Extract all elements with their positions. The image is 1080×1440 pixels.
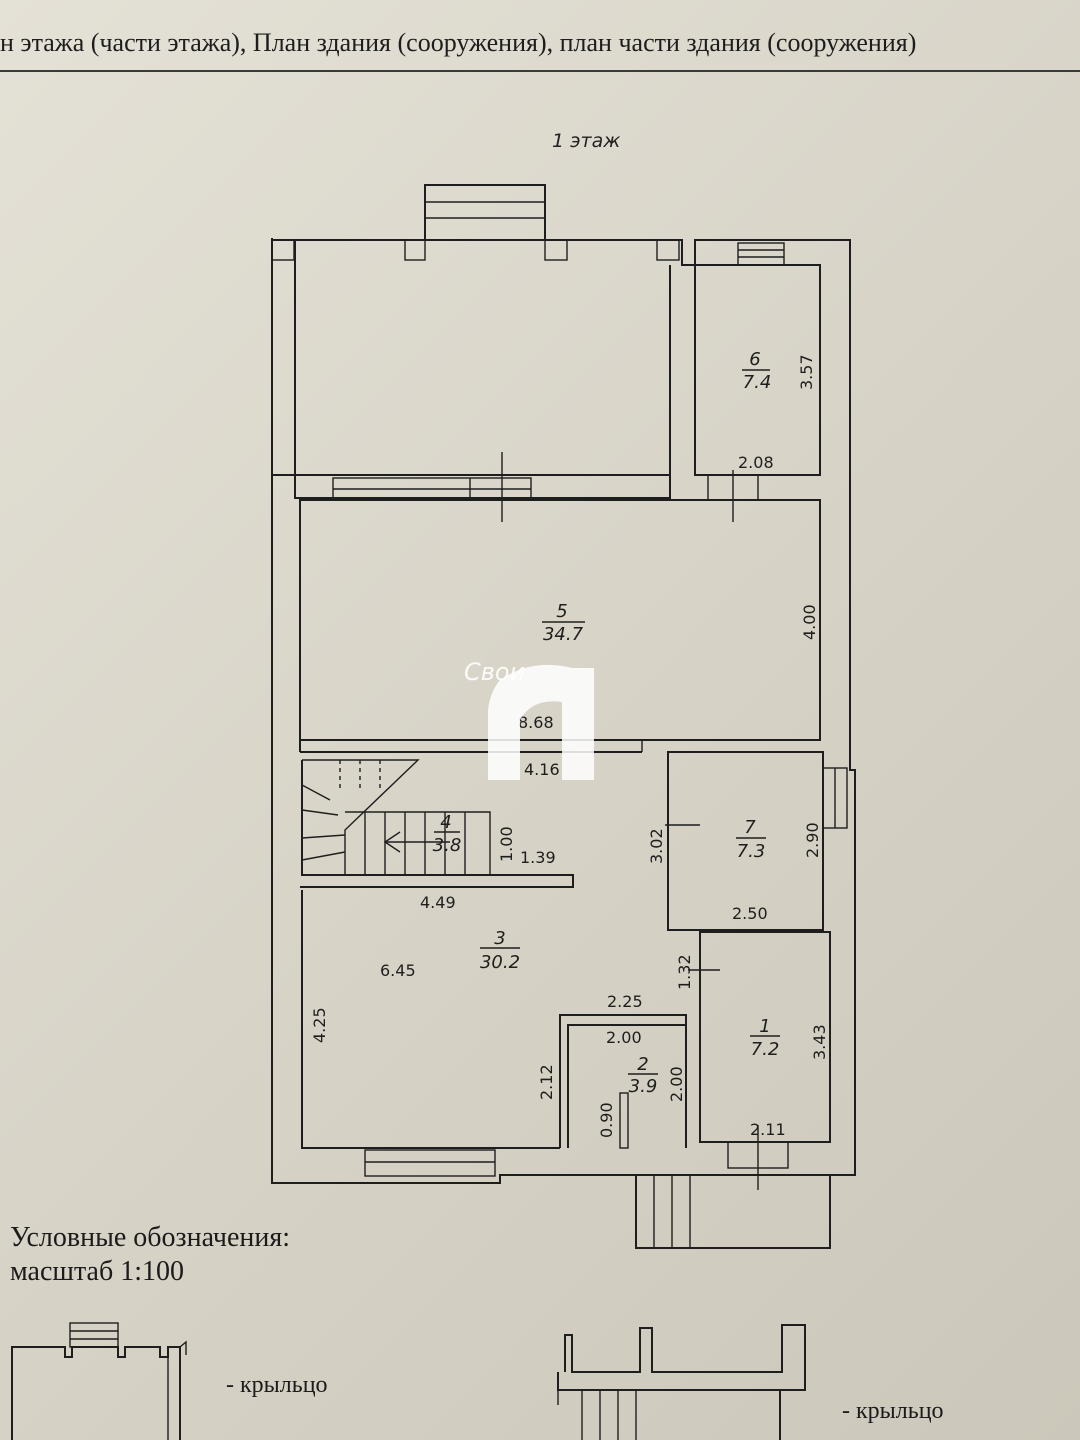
room-4-number: 4: [440, 812, 451, 833]
dim-label: 0.90: [597, 1102, 616, 1138]
legend-title: Условные обозначения:: [10, 1222, 291, 1253]
dim-label: 4.25: [310, 1007, 329, 1043]
room-7-area: 7.3: [737, 841, 766, 862]
dim-label: 4.16: [524, 760, 560, 779]
dim-label: 2.90: [803, 822, 822, 858]
room-5-area: 34.7: [543, 624, 584, 645]
staircase-room-4: [300, 759, 574, 888]
room-1-walls: [688, 931, 831, 1190]
room-6-walls: [694, 242, 821, 522]
dim-label: 2.00: [667, 1066, 686, 1102]
dim-label: 4.49: [420, 893, 456, 912]
dim-label: 3.57: [797, 354, 816, 390]
watermark-logo-icon: Свои: [464, 658, 594, 780]
outer-walls: [271, 238, 856, 1184]
watermark-text: Свои: [464, 658, 525, 686]
room-5-number: 5: [556, 601, 567, 622]
room-4-area: 3.8: [433, 835, 462, 856]
room-6-number: 6: [749, 349, 760, 370]
dim-label: 1.00: [497, 826, 516, 862]
dim-label: 4.00: [800, 604, 819, 640]
legend-scale: масштаб 1:100: [10, 1256, 184, 1287]
room-2-number: 2: [637, 1054, 648, 1075]
dim-label: 3.43: [810, 1024, 829, 1060]
dim-label: 6.45: [380, 961, 416, 980]
floor-title: 1 этаж: [552, 130, 621, 152]
dim-label: 8.68: [518, 713, 554, 732]
room-labels: 6 7.4 5 34.7 4 3.8 7 7.3 3 30.2 2 3.9 1 …: [433, 349, 780, 1097]
legend-porch-symbol-2: [557, 1324, 806, 1440]
dim-label: 3.02: [647, 828, 666, 864]
dim-label: 1.39: [520, 848, 556, 867]
top-porch: [271, 184, 680, 476]
room-1-number: 1: [759, 1016, 770, 1037]
room-3-number: 3: [494, 928, 505, 949]
bottom-porch: [635, 1174, 831, 1249]
legend-porch-label: - крыльцо: [226, 1372, 328, 1398]
dim-label: 1.32: [675, 954, 694, 990]
room-7-number: 7: [744, 817, 756, 838]
dim-label: 2.08: [738, 453, 774, 472]
room-3-walls: [301, 752, 700, 1177]
room-2-walls: [559, 1014, 687, 1149]
dim-label: 2.11: [750, 1120, 786, 1139]
legend-porch-symbol-1: [11, 1322, 187, 1440]
room-2-area: 3.9: [629, 1076, 658, 1097]
header-rule: [0, 70, 1080, 72]
legend-porch-label: - крыльцо: [842, 1398, 944, 1424]
dimension-labels: 3.57 2.08 4.00 8.68 4.16 1.00 1.39 3.02 …: [310, 354, 829, 1139]
form-header-text: н этажа (части этажа), План здания (соор…: [0, 28, 917, 57]
room-1-area: 7.2: [751, 1039, 780, 1060]
dim-label: 2.50: [732, 904, 768, 923]
room-3-area: 30.2: [480, 952, 520, 973]
room-6-area: 7.4: [743, 372, 772, 393]
dim-label: 2.25: [607, 992, 643, 1011]
dim-label: 2.12: [537, 1064, 556, 1100]
dim-label: 2.00: [606, 1028, 642, 1047]
